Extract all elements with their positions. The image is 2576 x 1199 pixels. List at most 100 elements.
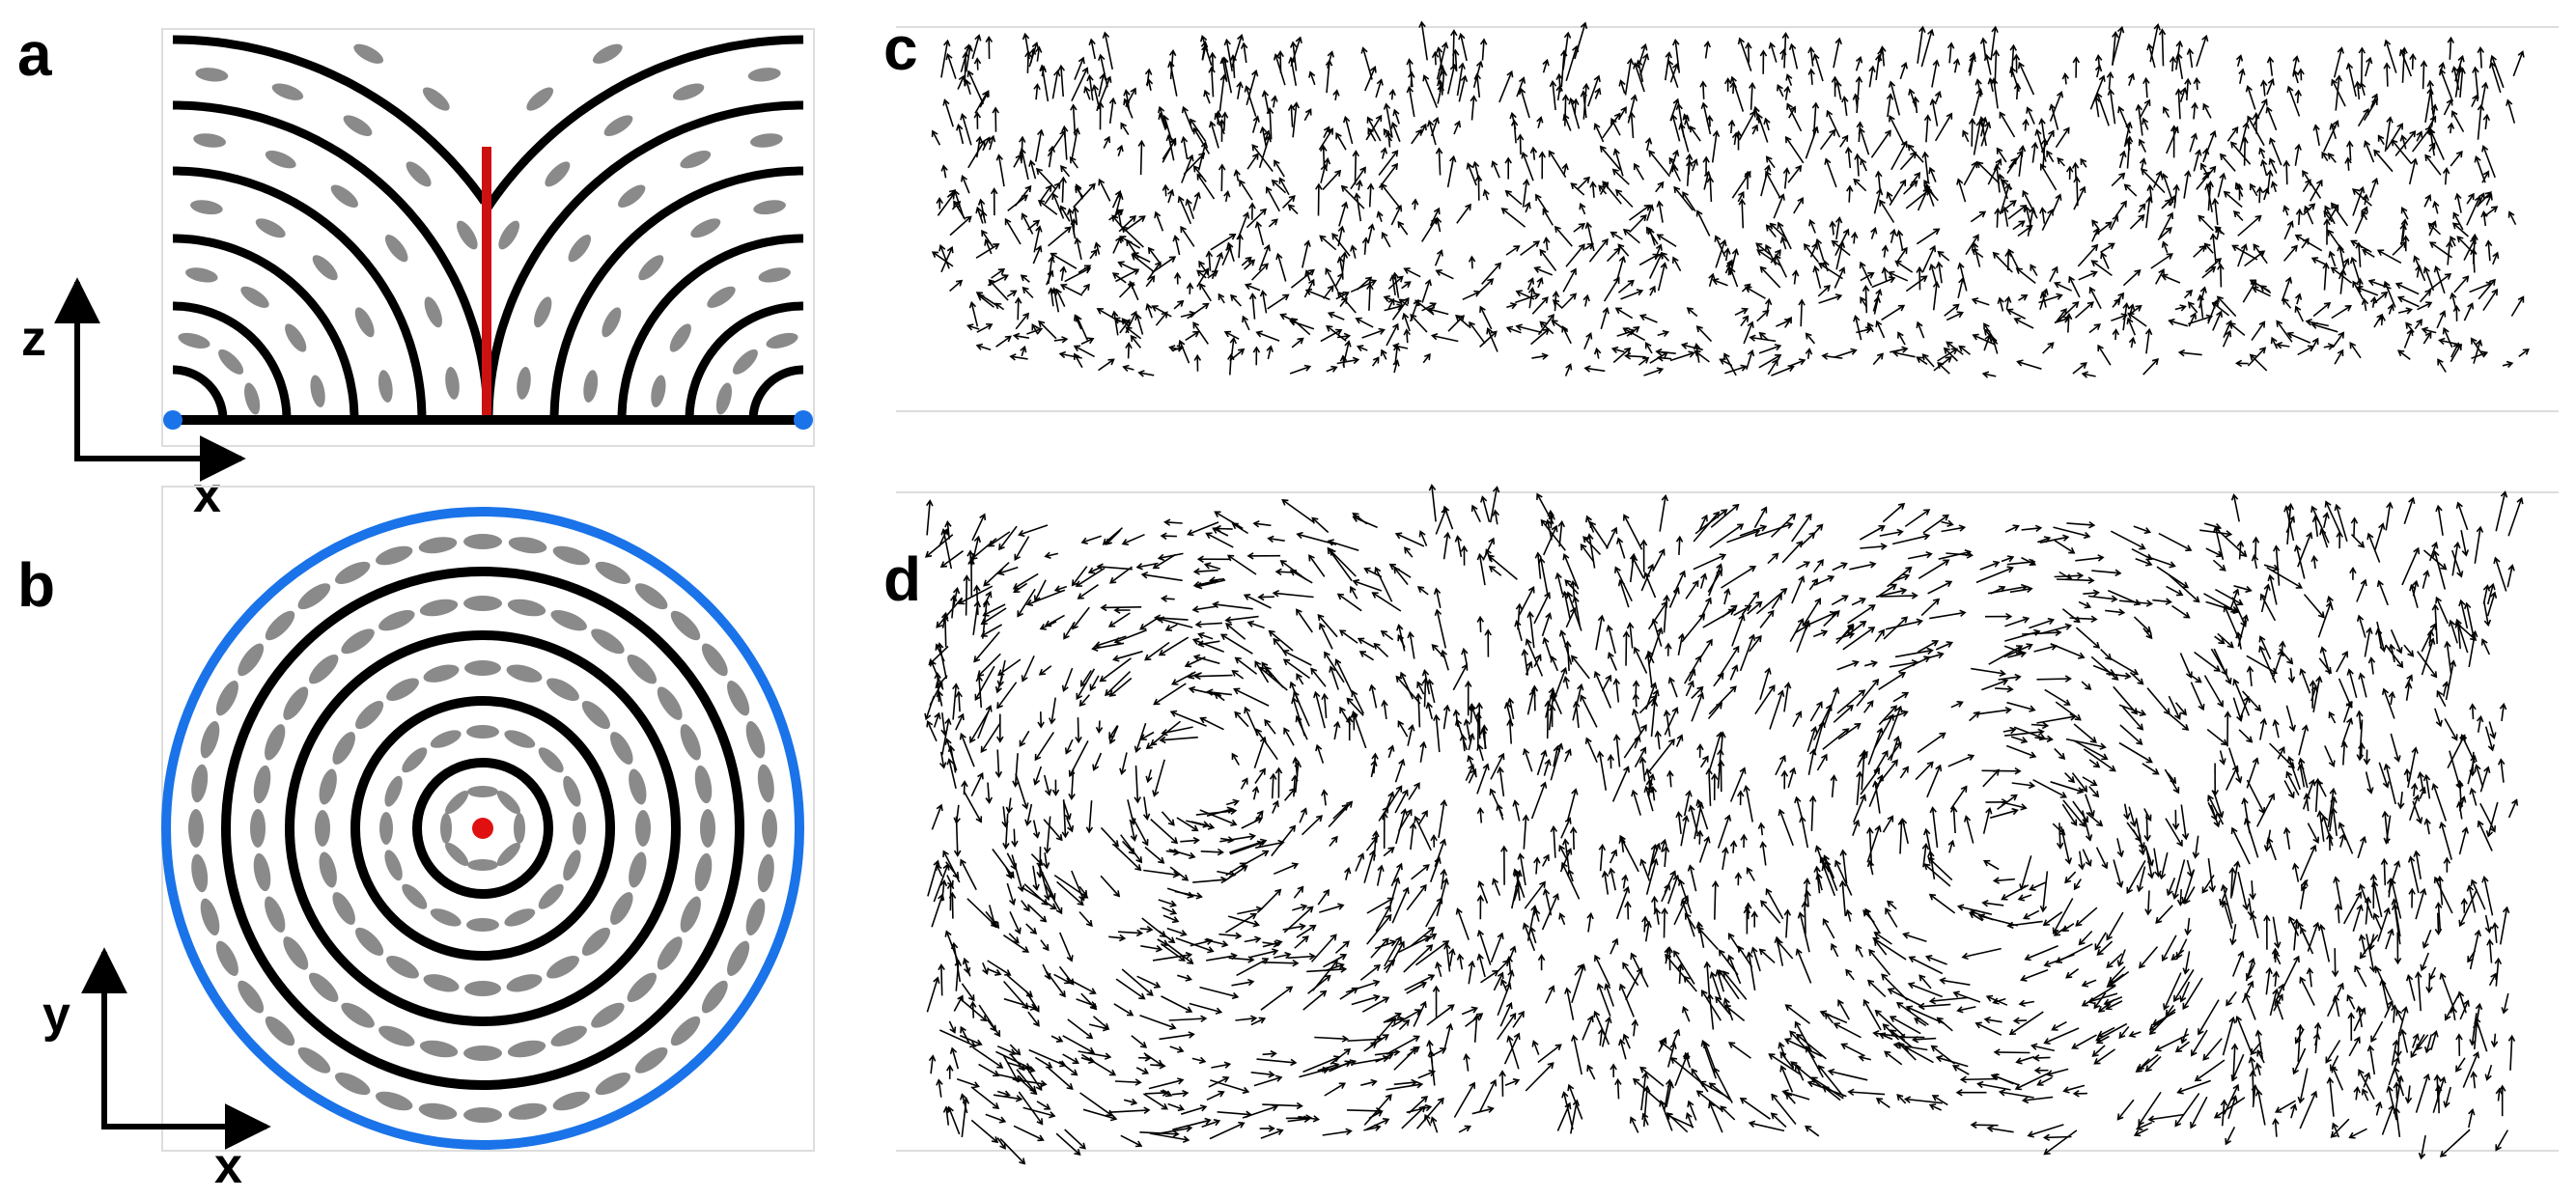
vector-arrow-head xyxy=(1066,208,1075,215)
vector-arrow-head xyxy=(1404,281,1412,289)
director-ellipse xyxy=(680,724,701,761)
vector-arrow xyxy=(1765,171,1781,199)
vector-arrow xyxy=(1634,63,1645,93)
vector-arrow-head xyxy=(1331,233,1339,240)
vector-arrow-head xyxy=(1811,101,1820,109)
vector-arrow-head xyxy=(1369,66,1377,73)
vector-arrow-head xyxy=(2143,834,2151,842)
vector-arrow xyxy=(2450,343,2460,358)
vector-arrow xyxy=(940,41,949,78)
vector-arrow xyxy=(2212,234,2217,265)
vector-arrow xyxy=(2310,180,2323,202)
vector-arrow-head xyxy=(1741,307,1750,315)
vector-arrow xyxy=(2222,1018,2234,1056)
vector-arrow xyxy=(2302,170,2322,199)
vector-arrow xyxy=(1152,305,1172,318)
vector-arrow xyxy=(987,968,1001,976)
vector-arrow xyxy=(1074,315,1082,330)
director-ellipse xyxy=(568,235,592,263)
vector-arrow xyxy=(938,1029,976,1047)
vector-arrow xyxy=(2201,265,2216,279)
vector-arrow-head xyxy=(1578,222,1586,230)
vector-arrow xyxy=(1113,1003,1134,1017)
vector-arrow-head xyxy=(1549,79,1557,88)
vector-arrow xyxy=(2001,200,2017,212)
vector-arrow xyxy=(1598,185,1608,195)
vector-arrow-head xyxy=(2323,218,2331,226)
vector-arrow-head xyxy=(1850,231,1859,239)
vector-arrow xyxy=(2386,63,2389,87)
vector-arrow-head xyxy=(2203,171,2211,179)
vector-arrow xyxy=(2039,289,2048,310)
vector-arrow xyxy=(2491,55,2505,89)
vector-arrow xyxy=(1114,629,1147,644)
vector-arrow-head xyxy=(1641,52,1650,61)
vector-arrow xyxy=(1026,327,1043,335)
director-ellipse xyxy=(423,974,460,992)
vector-arrow-head xyxy=(1498,752,1505,761)
vector-arrow xyxy=(2206,184,2213,212)
vector-arrow-head xyxy=(975,135,984,144)
vector-arrow-head xyxy=(2274,1106,2282,1113)
vector-arrow xyxy=(1338,202,1347,227)
vector-arrow-head xyxy=(2371,177,2379,185)
vector-arrow-head xyxy=(1158,105,1165,114)
vector-arrow xyxy=(1167,135,1175,161)
director-ellipse xyxy=(727,940,750,976)
vector-arrow xyxy=(1839,135,1849,148)
vector-arrow-head xyxy=(1522,178,1530,186)
vector-arrow xyxy=(2408,158,2417,185)
vector-arrow xyxy=(2423,267,2435,292)
vector-arrow xyxy=(2174,305,2186,311)
vector-arrow xyxy=(2169,320,2189,327)
vector-arrow xyxy=(1268,218,1278,228)
vector-arrow xyxy=(1341,185,1365,209)
director-ellipse xyxy=(191,853,209,893)
outer-boundary xyxy=(161,507,804,1150)
vector-arrow xyxy=(2082,373,2096,377)
vector-arrow xyxy=(1267,293,1289,310)
vector-arrow-head xyxy=(2259,79,2268,87)
vector-arrow-head xyxy=(1973,234,1979,241)
vector-arrow-head xyxy=(1751,124,1759,131)
vector-arrow xyxy=(2072,362,2087,375)
vector-arrow xyxy=(1324,1082,1346,1097)
vector-arrow-head xyxy=(1165,133,1173,142)
vector-arrow-head xyxy=(2139,157,2147,165)
vector-arrow xyxy=(2348,141,2352,161)
vector-arrow-head xyxy=(1923,179,1930,187)
director-ellipse xyxy=(467,786,498,797)
vector-arrow-head xyxy=(1622,228,1631,236)
vector-arrow xyxy=(1258,245,1270,271)
vector-arrow-head xyxy=(1922,533,1931,541)
vector-arrow xyxy=(2110,215,2118,231)
director-ellipse xyxy=(758,267,791,283)
vector-arrow xyxy=(2471,351,2487,360)
vector-arrow xyxy=(1920,599,1940,617)
vector-arrow-head xyxy=(1916,321,1923,329)
vector-arrow-head xyxy=(2255,185,2264,194)
vector-arrow xyxy=(2118,106,2131,134)
vector-arrow xyxy=(1863,999,1882,1031)
vector-arrow-head xyxy=(1083,283,1090,291)
vector-arrow-head xyxy=(1993,163,2002,171)
vector-arrow-head xyxy=(966,70,974,77)
vector-arrow-head xyxy=(1702,155,1710,163)
vector-arrow xyxy=(2100,242,2114,254)
vector-arrow xyxy=(952,683,958,720)
vector-arrow-head xyxy=(1911,180,1918,187)
vector-arrow-head xyxy=(2185,289,2194,296)
vector-arrow xyxy=(1101,606,1142,609)
vector-arrow-head xyxy=(2292,55,2300,63)
vector-arrow-head xyxy=(1342,291,1350,298)
vector-arrow-head xyxy=(1233,169,1241,177)
vector-arrow xyxy=(2285,160,2288,185)
vector-arrow xyxy=(1421,302,1437,312)
vector-arrow-head xyxy=(1552,290,1560,298)
vector-arrow-head xyxy=(1788,42,1797,51)
vector-arrow xyxy=(2074,878,2082,890)
vector-arrow xyxy=(1687,307,1698,318)
vector-arrow-head xyxy=(1570,267,1577,275)
vector-arrow-head xyxy=(1081,67,1089,74)
vector-arrow-head xyxy=(1061,336,1069,344)
